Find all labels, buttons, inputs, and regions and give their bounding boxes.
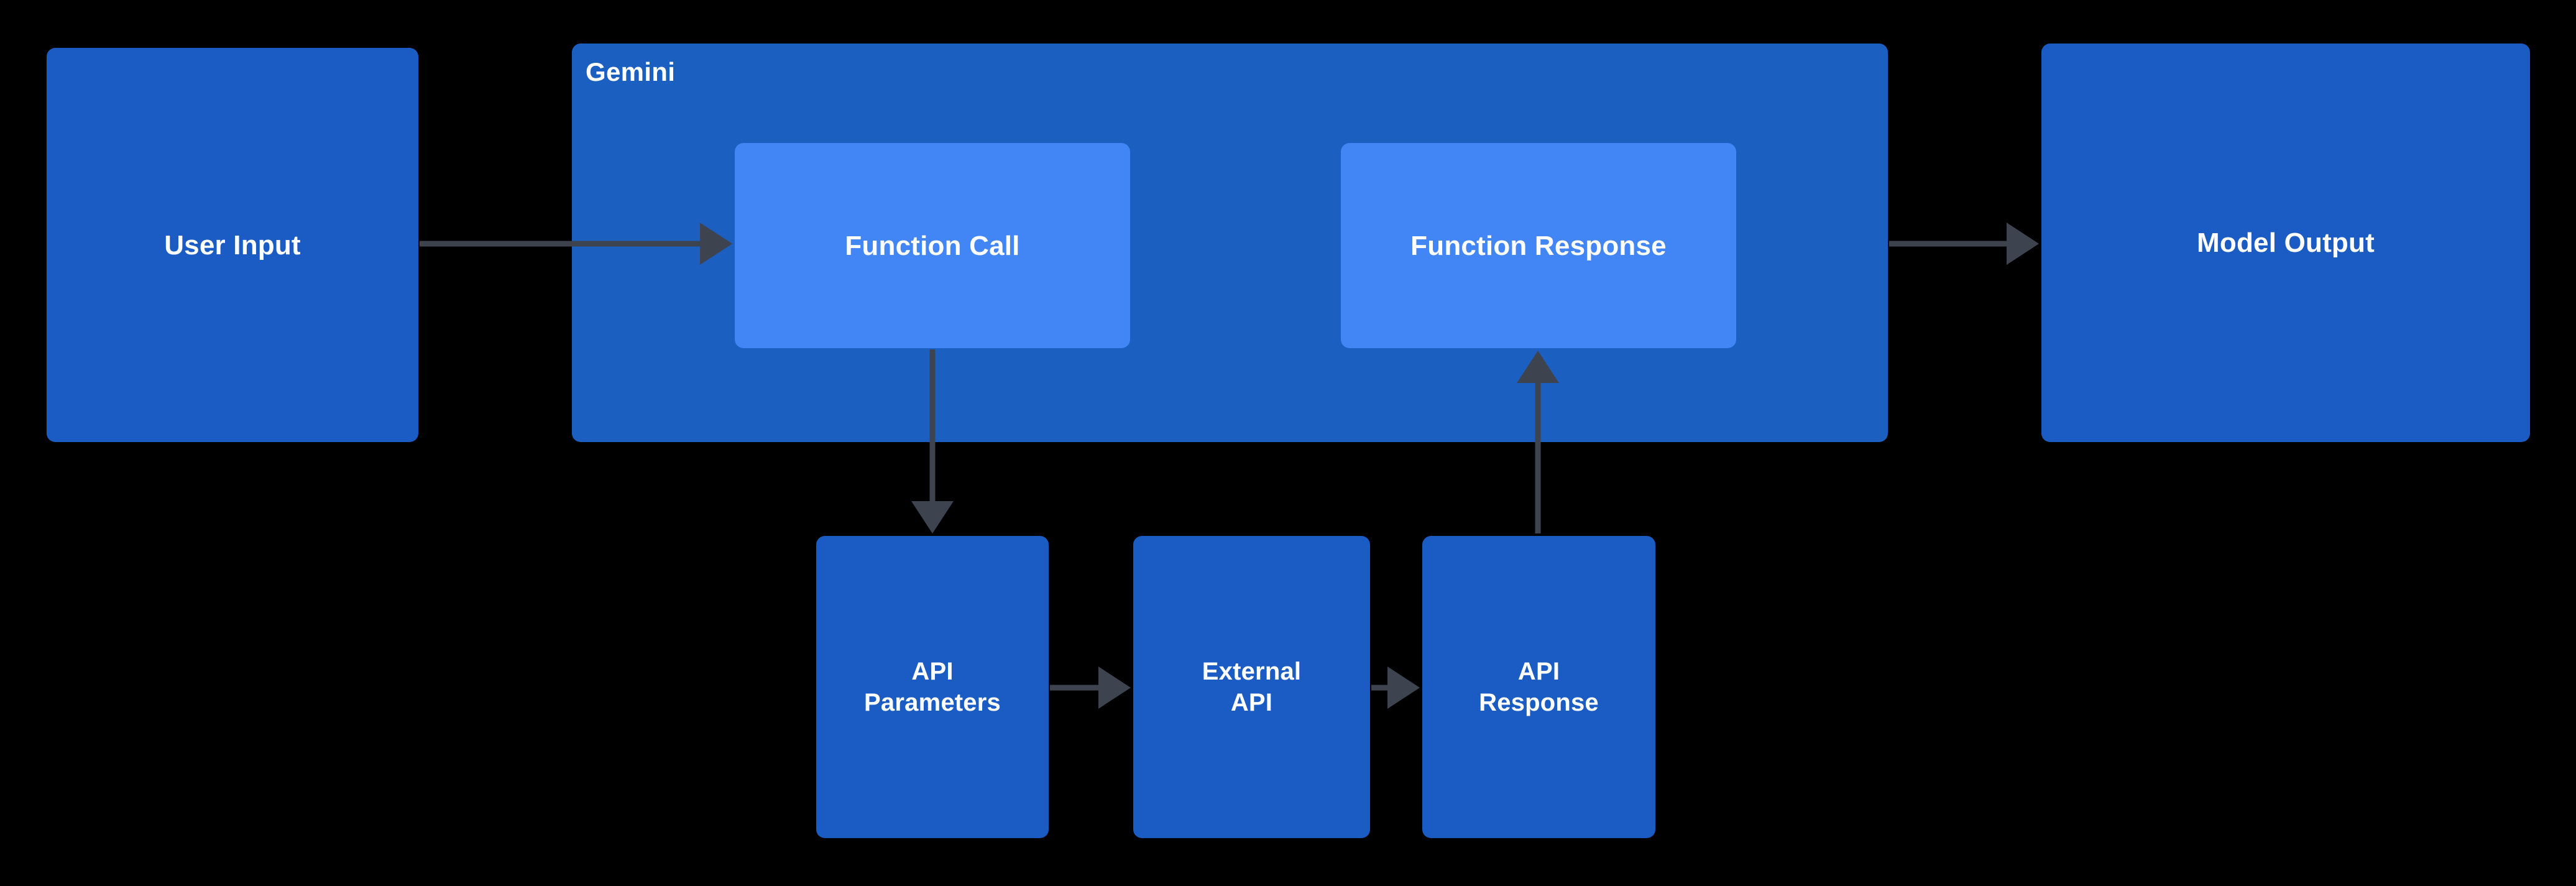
arrowhead-icon <box>1387 667 1420 709</box>
node-external-api-label: External API <box>1202 658 1302 716</box>
group-gemini-label: Gemini <box>586 57 676 86</box>
arrowhead-icon <box>2007 223 2039 265</box>
node-function-call[interactable]: Function Call <box>735 143 1130 348</box>
connector-external-api-to-api-response <box>1371 667 1420 709</box>
node-api-response-label: API Response <box>1479 658 1599 716</box>
connector-gemini-to-model-output <box>1889 223 2039 265</box>
node-user-input[interactable]: User Input <box>47 48 418 442</box>
connector-api-parameters-to-external-api <box>1050 667 1131 709</box>
arrowhead-icon <box>911 501 954 533</box>
arrowhead-icon <box>1098 667 1131 709</box>
node-user-input-label: User Input <box>164 229 301 261</box>
node-function-response[interactable]: Function Response <box>1341 143 1736 348</box>
node-model-output[interactable]: Model Output <box>2041 44 2530 442</box>
node-api-parameters[interactable]: API Parameters <box>816 536 1049 838</box>
node-api-parameters-label: API Parameters <box>864 658 1001 716</box>
node-function-response-label: Function Response <box>1410 230 1667 261</box>
node-function-call-label: Function Call <box>845 230 1020 261</box>
node-external-api[interactable]: External API <box>1133 536 1370 838</box>
node-model-output-label: Model Output <box>2197 228 2375 258</box>
node-api-response[interactable]: API Response <box>1422 536 1655 838</box>
